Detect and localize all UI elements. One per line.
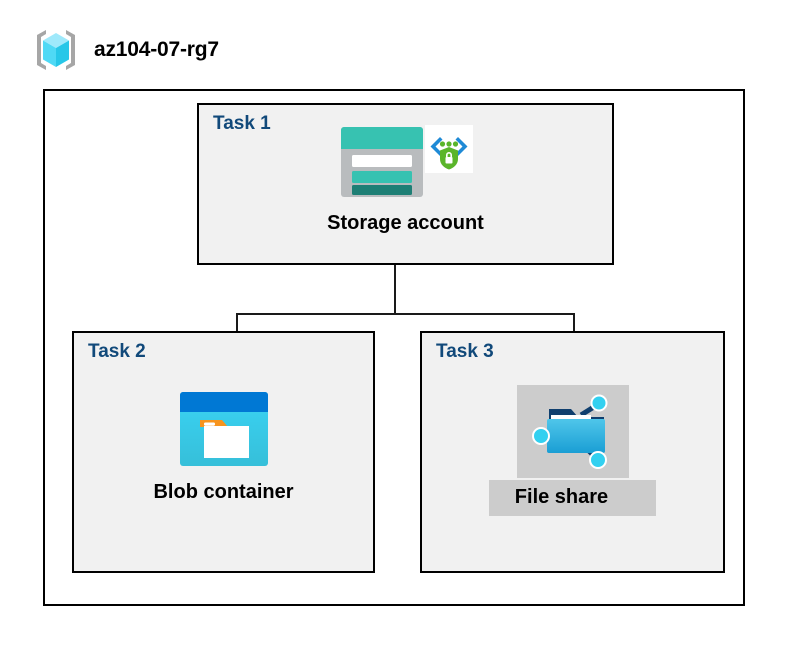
file-share-icon-row — [516, 385, 629, 478]
blob-container-icon — [178, 390, 270, 473]
node-caption-storage-account: Storage account — [327, 212, 484, 234]
node-caption-blob-container: Blob container — [153, 481, 294, 503]
storage-account-icon-row — [339, 125, 473, 204]
node-storage-account[interactable]: Storage account — [199, 125, 612, 235]
file-share-icon — [516, 385, 629, 478]
node-file-share[interactable]: File share — [422, 385, 723, 516]
resource-group-header: az104-07-rg7 — [30, 25, 430, 75]
connector-horizontal-bus — [236, 313, 575, 315]
blob-container-icon-row — [178, 390, 270, 473]
connector-storage-to-bus — [394, 232, 396, 314]
storage-account-icon — [339, 125, 425, 204]
task-panel-3: Task 3 — [420, 331, 725, 573]
secure-endpoint-icon — [424, 125, 473, 178]
resource-group-name: az104-07-rg7 — [94, 38, 219, 61]
node-blob-container[interactable]: Blob container — [74, 390, 373, 504]
task-panel-1: Task 1 — [197, 103, 614, 265]
task-label-3: Task 3 — [436, 341, 494, 362]
task-label-2: Task 2 — [88, 341, 146, 362]
task-label-1: Task 1 — [213, 113, 271, 134]
node-caption-file-share: File share — [488, 480, 657, 516]
task-panel-2: Task 2 — [72, 331, 375, 573]
resource-group-icon — [30, 24, 82, 76]
